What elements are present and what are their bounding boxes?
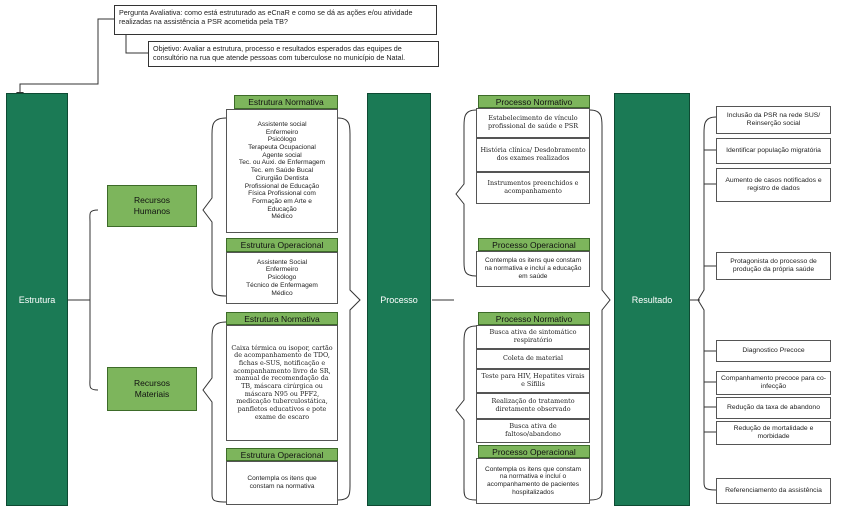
humanos-operacional-list: Assistente Social Enfermeiro Psicólogo T…	[226, 252, 338, 304]
resultado-column: Resultado	[614, 93, 690, 506]
humanos-normativa-list: Assistente social Enfermeiro Psicólogo T…	[226, 109, 338, 233]
resultado-label: Resultado	[631, 294, 673, 305]
estrutura-label: Estrutura	[18, 294, 56, 305]
processo-operacional-header-1: Processo Operacional	[478, 238, 590, 251]
recursos-materiais-box: Recursos Materiais	[107, 367, 197, 411]
processo-normativo-header-2: Processo Normativo	[478, 312, 590, 325]
processo-item-1-2: História clínica/ Desdobramento dos exam…	[476, 138, 590, 172]
objective-box: Objetivo: Avaliar a estrutura, processo …	[148, 41, 439, 67]
resultado-item-9: Referenciamento da assistência	[716, 478, 831, 504]
resultado-item-8: Redução de mortalidade e morbidade	[716, 421, 831, 445]
resultado-item-1: Inclusão da PSR na rede SUS/ Reinserção …	[716, 106, 831, 134]
processo-item-1-3: Instrumentos preenchidos e acompanhament…	[476, 172, 590, 204]
processo-item-2-2: Coleta de material	[476, 349, 590, 369]
resultado-item-5: Diagnostico Precoce	[716, 340, 831, 362]
materiais-operacional-text: Contempla os itens que constam na normat…	[226, 461, 338, 505]
processo-column: Processo	[367, 93, 431, 506]
processo-operacional-text-2: Contempla os itens que constam na normat…	[476, 458, 590, 504]
recursos-humanos-label: Recursos Humanos	[133, 195, 171, 216]
estrutura-operacional-header: Estrutura Operacional	[226, 238, 338, 252]
resultado-item-2: Identificar população migratória	[716, 138, 831, 164]
resultado-item-7: Redução da taxa de abandono	[716, 397, 831, 419]
processo-item-2-4: Realização do tratamento diretamente obs…	[476, 393, 590, 419]
resultado-item-4: Protagonista do processo de produção da …	[716, 252, 831, 280]
evaluation-question-box: Pergunta Avaliativa: como está estrutura…	[114, 5, 437, 35]
processo-item-1-1: Estabelecimento de vínculo profissional …	[476, 108, 590, 138]
resultado-item-3: Aumento de casos notificados e registro …	[716, 168, 831, 202]
materiais-normativa-header: Estrutura Normativa	[226, 312, 338, 325]
estrutura-column: Estrutura	[6, 93, 68, 506]
materiais-operacional-header: Estrutura Operacional	[226, 448, 338, 461]
processo-normativo-header-1: Processo Normativo	[478, 95, 590, 108]
processo-operacional-text-1: Contempla os itens que constam na normat…	[476, 251, 590, 287]
resultado-item-6: Companhamento precoce para co-infecção	[716, 371, 831, 395]
processo-item-2-5: Busca ativa de faltoso/abandono	[476, 419, 590, 443]
processo-label: Processo	[380, 294, 418, 305]
processo-item-2-3: Teste para HIV, Hepatites virais e Sífil…	[476, 369, 590, 393]
processo-operacional-header-2: Processo Operacional	[478, 445, 590, 458]
recursos-humanos-box: Recursos Humanos	[107, 185, 197, 227]
processo-item-2-1: Busca ativa de sintomático respiratório	[476, 325, 590, 349]
materiais-normativa-list: Caixa térmica ou isopor, cartão de acomp…	[226, 325, 338, 441]
estrutura-normativa-header: Estrutura Normativa	[234, 95, 338, 109]
recursos-materiais-label: Recursos Materiais	[134, 378, 170, 399]
